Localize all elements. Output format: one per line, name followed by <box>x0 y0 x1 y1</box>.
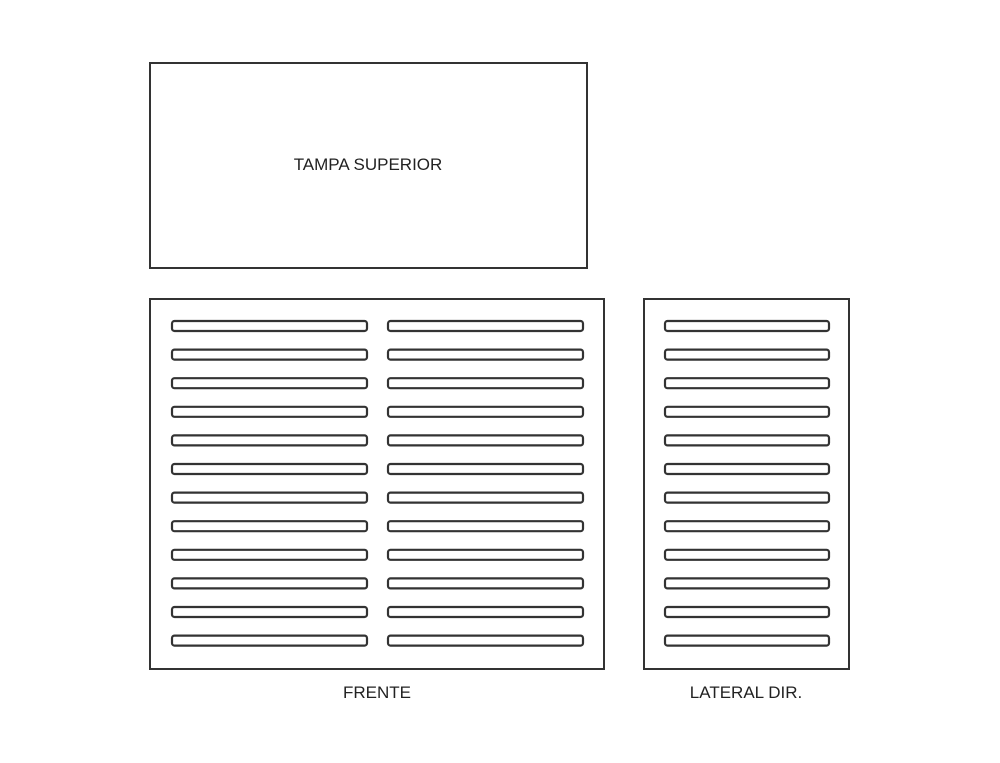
front-vent-slot <box>386 634 585 647</box>
front-vent-slot <box>386 462 585 476</box>
front-vent-slot <box>386 348 585 361</box>
side-vent-slot <box>663 319 831 333</box>
side-vent-slot <box>663 605 831 619</box>
front-vent-slot <box>170 348 369 361</box>
front-vent-slot <box>386 434 585 447</box>
right-side-panel <box>643 298 850 670</box>
top-cover-label: TAMPA SUPERIOR <box>293 155 443 174</box>
front-vent-slot <box>170 548 369 561</box>
front-vent-slot <box>170 605 369 619</box>
front-vent-slot <box>170 520 369 533</box>
front-vent-slot <box>386 577 585 590</box>
side-vent-slot <box>663 520 831 533</box>
front-vent-slot <box>170 491 369 504</box>
front-label: FRENTE <box>343 683 411 702</box>
front-vent-slot <box>170 405 369 418</box>
front-vent-slot <box>170 377 369 390</box>
side-vent-slot <box>663 462 831 476</box>
front-vent-slot <box>386 491 585 504</box>
front-vent-slot <box>170 319 369 333</box>
front-vent-slot <box>386 405 585 418</box>
side-vent-slot <box>663 434 831 447</box>
side-vent-slot <box>663 377 831 390</box>
front-panel <box>149 298 605 670</box>
front-vent-slot <box>170 434 369 447</box>
front-vent-slot <box>386 548 585 561</box>
side-vent-slot <box>663 348 831 361</box>
front-vent-slot <box>386 605 585 619</box>
side-vent-slot <box>663 548 831 561</box>
front-vent-slot <box>170 462 369 476</box>
front-vent-slot <box>170 634 369 647</box>
side-vent-slot <box>663 577 831 590</box>
front-vent-slot <box>170 577 369 590</box>
side-vent-slot <box>663 405 831 418</box>
side-vent-slot <box>663 634 831 647</box>
right-side-label: LATERAL DIR. <box>689 683 803 702</box>
top-cover-panel <box>149 62 588 269</box>
front-vent-slot <box>386 377 585 390</box>
front-vent-slot <box>386 520 585 533</box>
front-vent-slot <box>386 319 585 333</box>
side-vent-slot <box>663 491 831 504</box>
